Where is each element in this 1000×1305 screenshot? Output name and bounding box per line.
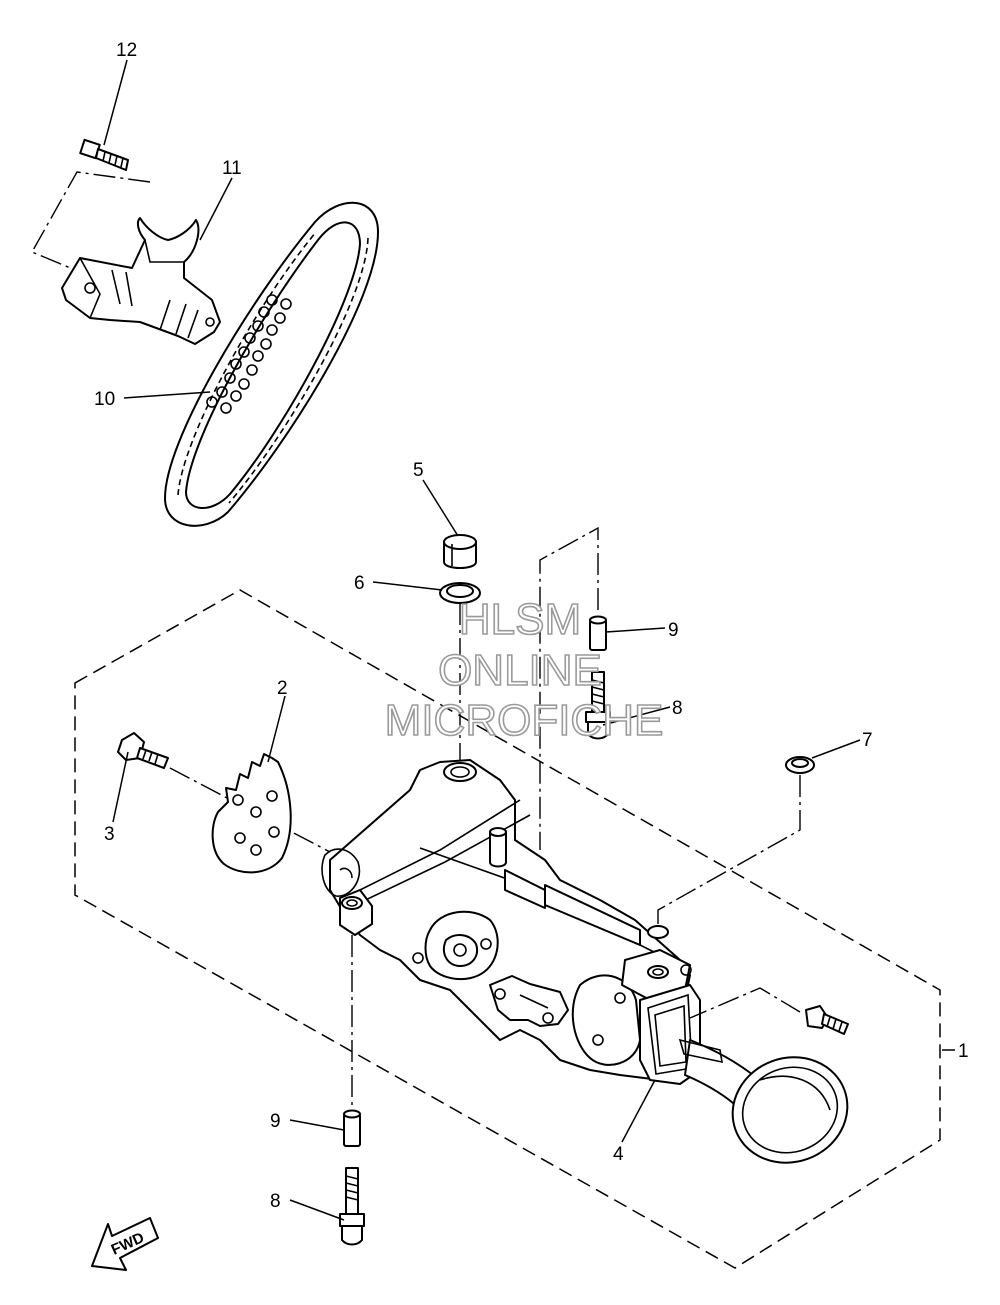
watermark-line-2: ONLINE xyxy=(438,646,602,695)
leader-lines xyxy=(103,59,861,1221)
watermark-line-1: HLSM xyxy=(459,595,581,644)
part-12-guide-line xyxy=(31,171,151,273)
callout-5: 5 xyxy=(413,460,424,481)
oil-pump-body xyxy=(321,759,701,1081)
callout-6: 6 xyxy=(354,573,365,594)
callout-8-upper: 8 xyxy=(672,698,683,719)
fwd-direction-arrow: FWD xyxy=(91,1217,159,1271)
callout-2: 2 xyxy=(277,678,288,699)
callout-9-upper: 9 xyxy=(668,620,679,641)
callout-8-lower: 8 xyxy=(270,1191,281,1212)
part-9-dowel-lower xyxy=(343,1109,361,1147)
strainer-screw-guide-line xyxy=(689,987,801,1019)
part-8-guide-line-upper xyxy=(539,526,599,850)
part-5-collar xyxy=(443,534,477,569)
strainer-screw xyxy=(805,1005,849,1035)
part-8-bolt-upper xyxy=(585,671,611,740)
callout-11: 11 xyxy=(222,158,242,179)
watermark-line-3: MICROFICHE xyxy=(385,696,664,745)
callout-10: 10 xyxy=(94,389,115,410)
part-9-dowel-upper xyxy=(589,615,607,651)
part-11-chain-guide xyxy=(61,217,221,345)
callout-7: 7 xyxy=(862,730,873,751)
part-7-guide-line xyxy=(657,775,801,930)
part-2-sprocket xyxy=(211,753,292,874)
callout-12: 12 xyxy=(116,40,137,61)
part-12-bolt xyxy=(79,138,129,171)
callout-1: 1 xyxy=(958,1041,969,1062)
oil-strainer xyxy=(639,984,849,1164)
part-10-timing-chain xyxy=(164,201,379,527)
part-8-bolt-lower xyxy=(339,1167,365,1246)
part-3-bolt xyxy=(117,732,169,769)
callout-9-lower: 9 xyxy=(270,1111,281,1132)
callout-4: 4 xyxy=(613,1144,624,1165)
part-7-o-ring xyxy=(785,756,815,774)
assembly-boundary xyxy=(74,589,941,1269)
callout-3: 3 xyxy=(104,824,115,845)
